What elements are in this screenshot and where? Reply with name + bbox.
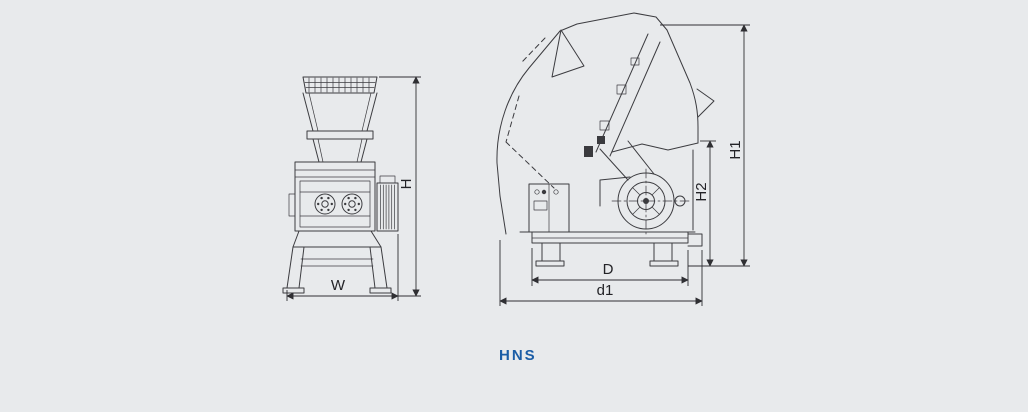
dim-label-h2: H2 [693, 182, 710, 201]
feed-chute [595, 33, 661, 157]
discharge-spout [696, 88, 715, 118]
side-hopper [496, 12, 715, 235]
model-caption: HNS [499, 347, 537, 364]
side-bracket [687, 233, 703, 247]
dim-label-d: D [603, 261, 614, 278]
dimension-w: W [286, 234, 399, 301]
dimension-h1: H1 [660, 24, 750, 267]
hopper-lid-flap [551, 29, 585, 78]
side-base-legs [531, 231, 689, 267]
bearing-flange-left [314, 193, 336, 215]
dimension-h2: H2 [693, 140, 716, 267]
dim-label-h: H [398, 179, 415, 190]
bearing-flange-right [341, 193, 363, 215]
belt-guard [599, 140, 655, 181]
hopper-grid [302, 76, 378, 94]
dim-label-d1: d1 [597, 282, 614, 299]
control-cabinet [528, 183, 570, 233]
dimension-h: H [379, 76, 421, 297]
dim-label-w: W [331, 277, 346, 294]
granulator-front-view-drawing: W H [282, 76, 421, 301]
motor [376, 175, 399, 232]
dimension-d1: d1 [499, 240, 703, 306]
dimension-d: D [531, 248, 689, 286]
hopper [302, 92, 378, 163]
granulator-side-view-drawing: H1 H2 D d1 [496, 12, 750, 306]
flywheel-drive [519, 140, 703, 247]
dim-label-h1: H1 [727, 140, 744, 159]
machine-body [288, 161, 376, 232]
